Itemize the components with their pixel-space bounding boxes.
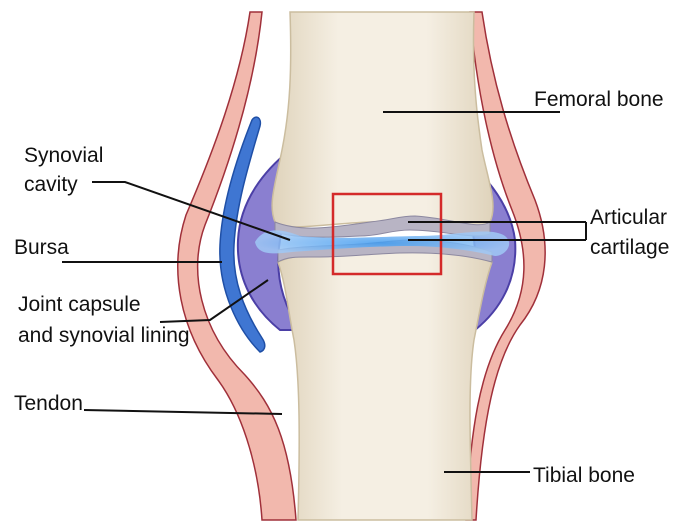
label-joint-capsule-line2: and synovial lining [18, 323, 190, 348]
label-synovial-cavity-line1: Synovial [24, 143, 103, 168]
tibial-bone [278, 252, 492, 520]
label-bursa: Bursa [14, 235, 69, 260]
label-tibial-bone: Tibial bone [533, 463, 635, 488]
label-femoral-bone: Femoral bone [534, 87, 664, 112]
label-synovial-cavity-line2: cavity [24, 172, 78, 197]
label-joint-capsule-line1: Joint capsule [18, 292, 141, 317]
label-articular-cartilage-line2: cartilage [590, 235, 669, 260]
label-articular-cartilage-line1: Articular [590, 205, 667, 230]
label-tendon: Tendon [14, 391, 83, 416]
